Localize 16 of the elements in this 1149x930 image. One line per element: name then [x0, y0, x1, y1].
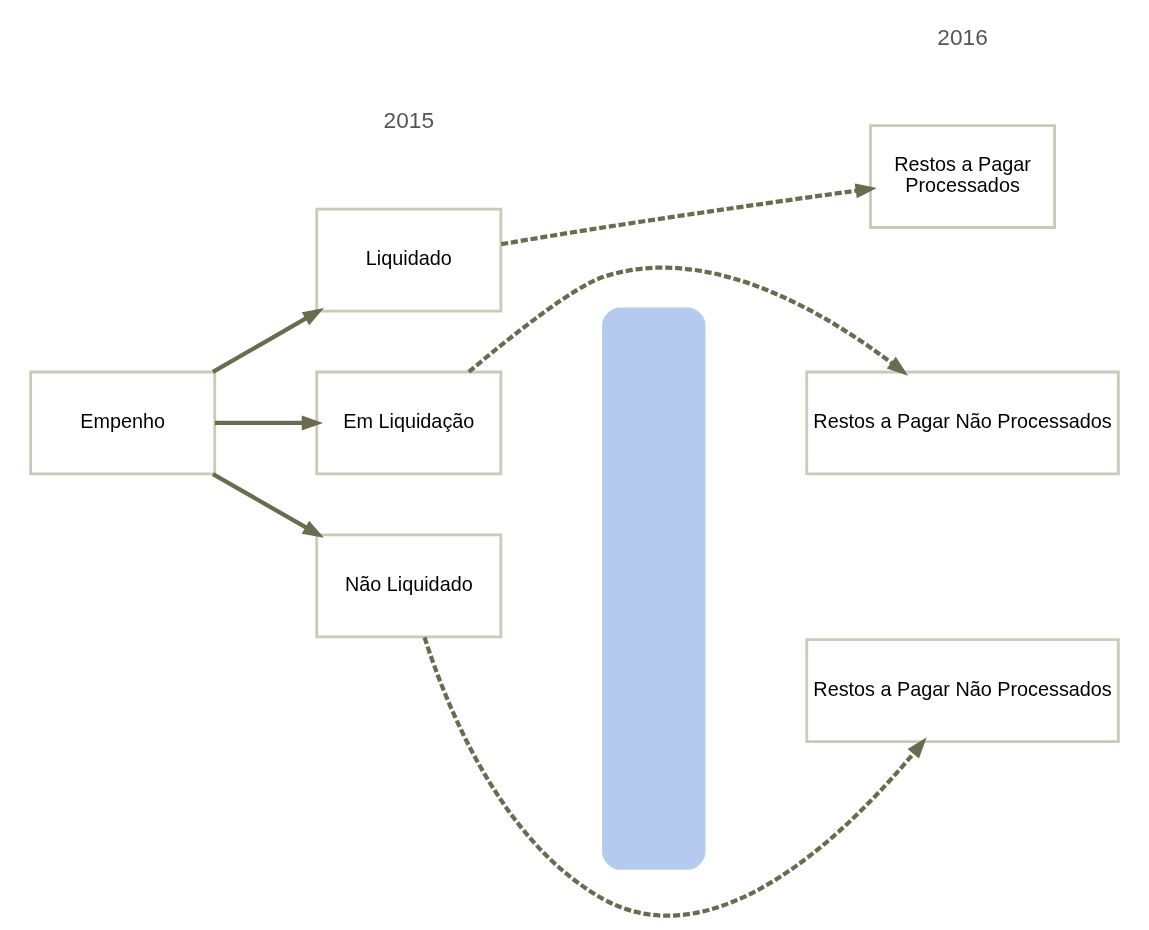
node-box: Em Liquidação: [315, 370, 503, 476]
node-box: Não Liquidado: [315, 533, 503, 639]
arrow: [214, 415, 324, 431]
node-box: Liquidado: [315, 207, 503, 313]
arrow: [211, 472, 324, 538]
node-bar: [602, 307, 706, 870]
arrow: [422, 636, 927, 918]
node-box: Empenho: [29, 370, 217, 476]
node-box: Restos a Pagar Não Processados: [805, 370, 1120, 476]
arrow: [211, 308, 324, 374]
label: 2015: [383, 107, 434, 134]
node-box: Restos a Pagar Processados: [869, 124, 1056, 229]
node-box: Restos a Pagar Não Processados: [805, 638, 1120, 744]
label: 2016: [937, 23, 988, 50]
arrow: [500, 183, 877, 247]
arrow: [467, 265, 909, 376]
